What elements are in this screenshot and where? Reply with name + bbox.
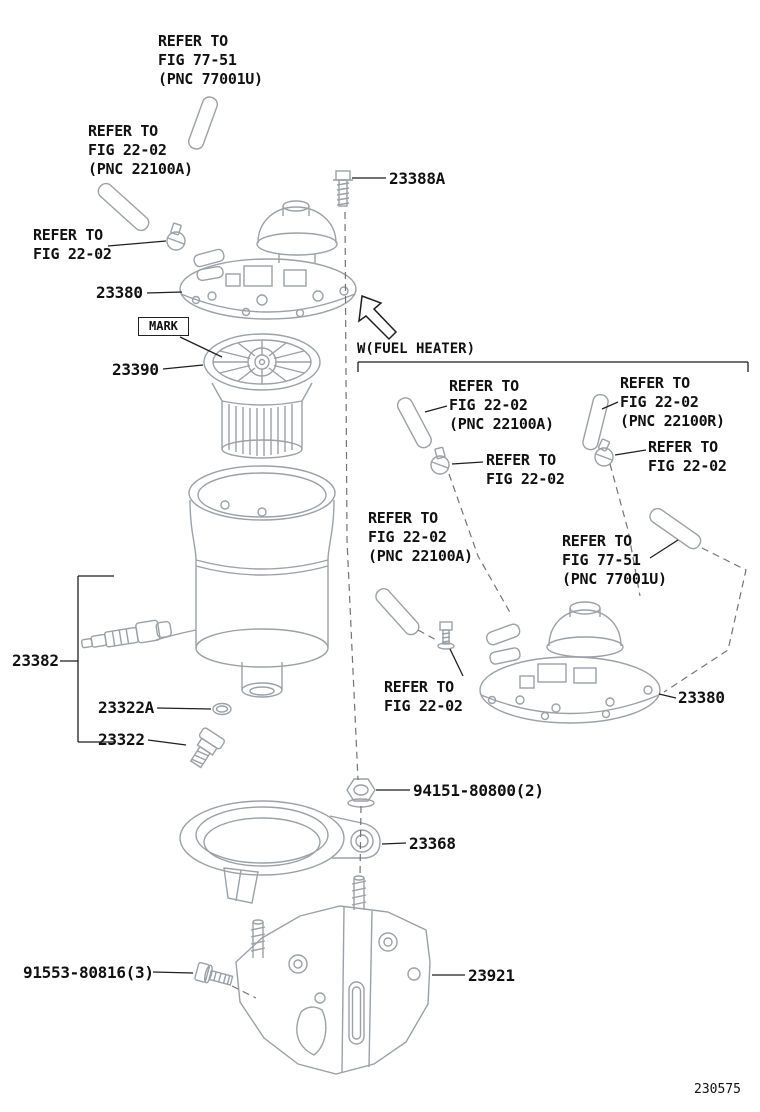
ref-label-fig22-02-right: REFER TO FIG 22-02 [648, 438, 727, 476]
sensor-harness-drawing [80, 619, 197, 649]
part-drawings [80, 96, 702, 1075]
label-line: REFER TO [648, 438, 718, 456]
hose-clamp-drawing-right [594, 438, 614, 467]
element-ribs [228, 404, 293, 456]
label-line: REFER TO [88, 122, 158, 140]
label-line: REFER TO [562, 532, 632, 550]
hose-clamp-drawing-left [166, 222, 186, 251]
element-spokes [213, 340, 311, 384]
label-line: FIG 22-02 [486, 470, 565, 488]
ref-label-fig22-02-pnc22100a-lower: REFER TO FIG 22-02 (PNC 22100A) [368, 509, 473, 566]
oring-drawing-23322A [212, 702, 232, 716]
ref-label-fig22-02-lower: REFER TO FIG 22-02 [384, 678, 463, 716]
nut-drawing-94151 [346, 778, 376, 808]
hose-drawing-7751-top [187, 96, 219, 150]
label-line: FIG 77-51 [562, 551, 641, 569]
ref-label-fig22-02-pnc22100a-left: REFER TO FIG 22-02 (PNC 22100A) [88, 122, 193, 179]
clamp-ring-drawing-23368 [179, 800, 381, 904]
label-line: (PNC 77001U) [158, 70, 263, 88]
hose-drawing-2202a-left [97, 182, 150, 232]
fuel-heater-arrow [358, 294, 398, 341]
label-line: REFER TO [384, 678, 454, 696]
assembly-centerline [344, 211, 359, 781]
hose-drawing-2202a-mid [396, 397, 432, 449]
mark-tag: MARK [138, 317, 189, 336]
label-line: REFER TO [449, 377, 519, 395]
label-line: (PNC 22100R) [620, 412, 725, 430]
label-line: FIG 22-02 [449, 396, 528, 414]
part-number-94151-80800: 94151-80800(2) [413, 781, 544, 800]
sensor-drawing-23322 [189, 727, 225, 769]
clamp-bolt-drawing-lower [437, 621, 455, 650]
label-line: (PNC 22100A) [368, 547, 473, 565]
part-number-23322: 23322 [98, 730, 145, 749]
part-number-23388A: 23388A [389, 169, 445, 188]
filter-element-drawing-23390 [203, 333, 321, 459]
label-line: REFER TO [486, 451, 556, 469]
bolt-drawing-91553 [194, 961, 234, 986]
fuel-filter-head-drawing-left [179, 200, 357, 320]
label-line: REFER TO [158, 32, 228, 50]
part-number-23382: 23382 [12, 651, 59, 670]
label-line: (PNC 22100A) [88, 160, 193, 178]
hose-drawing-2202a-lower [375, 588, 420, 636]
fuel-heater-bracket-line [357, 361, 749, 372]
filter-bowl-drawing-23382 [188, 465, 336, 698]
drawing-number: 230575 [694, 1082, 741, 1097]
label-line: REFER TO [33, 226, 103, 244]
part-number-91553-80816: 91553-80816(3) [23, 963, 154, 982]
part-number-23380-right: 23380 [678, 688, 725, 707]
hose-clamp-drawing-mid [430, 446, 450, 475]
label-line: FIG 22-02 [88, 141, 167, 159]
bolt-drawing-23388A [333, 170, 353, 207]
label-line: (PNC 22100A) [449, 415, 554, 433]
ref-label-fig22-02-pnc22100a-mid: REFER TO FIG 22-02 (PNC 22100A) [449, 377, 554, 434]
ref-label-fig77-51-top: REFER TO FIG 77-51 (PNC 77001U) [158, 32, 263, 89]
fuel-filter-head-drawing-right [479, 601, 661, 724]
fuel-heater-note: W(FUEL HEATER) [357, 341, 476, 357]
part-number-23380-left: 23380 [96, 283, 143, 302]
label-line: FIG 22-02 [648, 457, 727, 475]
ref-label-fig22-02-mid: REFER TO FIG 22-02 [486, 451, 565, 489]
label-line: FIG 22-02 [368, 528, 447, 546]
label-line: FIG 77-51 [158, 51, 237, 69]
ref-label-fig77-51-right: REFER TO FIG 77-51 (PNC 77001U) [562, 532, 667, 589]
ref-label-fig22-02-pnc22100r: REFER TO FIG 22-02 (PNC 22100R) [620, 374, 725, 431]
part-number-23322A: 23322A [98, 698, 154, 717]
label-line: (PNC 77001U) [562, 570, 667, 588]
bracket-drawing-23921 [235, 875, 431, 1075]
hose-drawing-2202r [582, 393, 609, 451]
label-line: FIG 22-02 [33, 245, 112, 263]
part-number-23368: 23368 [409, 834, 456, 853]
pipe-drawing-7751-right [649, 507, 702, 550]
dashed-connection-lines [231, 211, 747, 999]
leader-lines [60, 177, 749, 976]
label-line: REFER TO [368, 509, 438, 527]
label-line: FIG 22-02 [384, 697, 463, 715]
part-number-23921: 23921 [468, 966, 515, 985]
part-number-23390: 23390 [112, 360, 159, 379]
ref-label-fig22-02-left: REFER TO FIG 22-02 [33, 226, 112, 264]
label-line: REFER TO [620, 374, 690, 392]
label-line: FIG 22-02 [620, 393, 699, 411]
